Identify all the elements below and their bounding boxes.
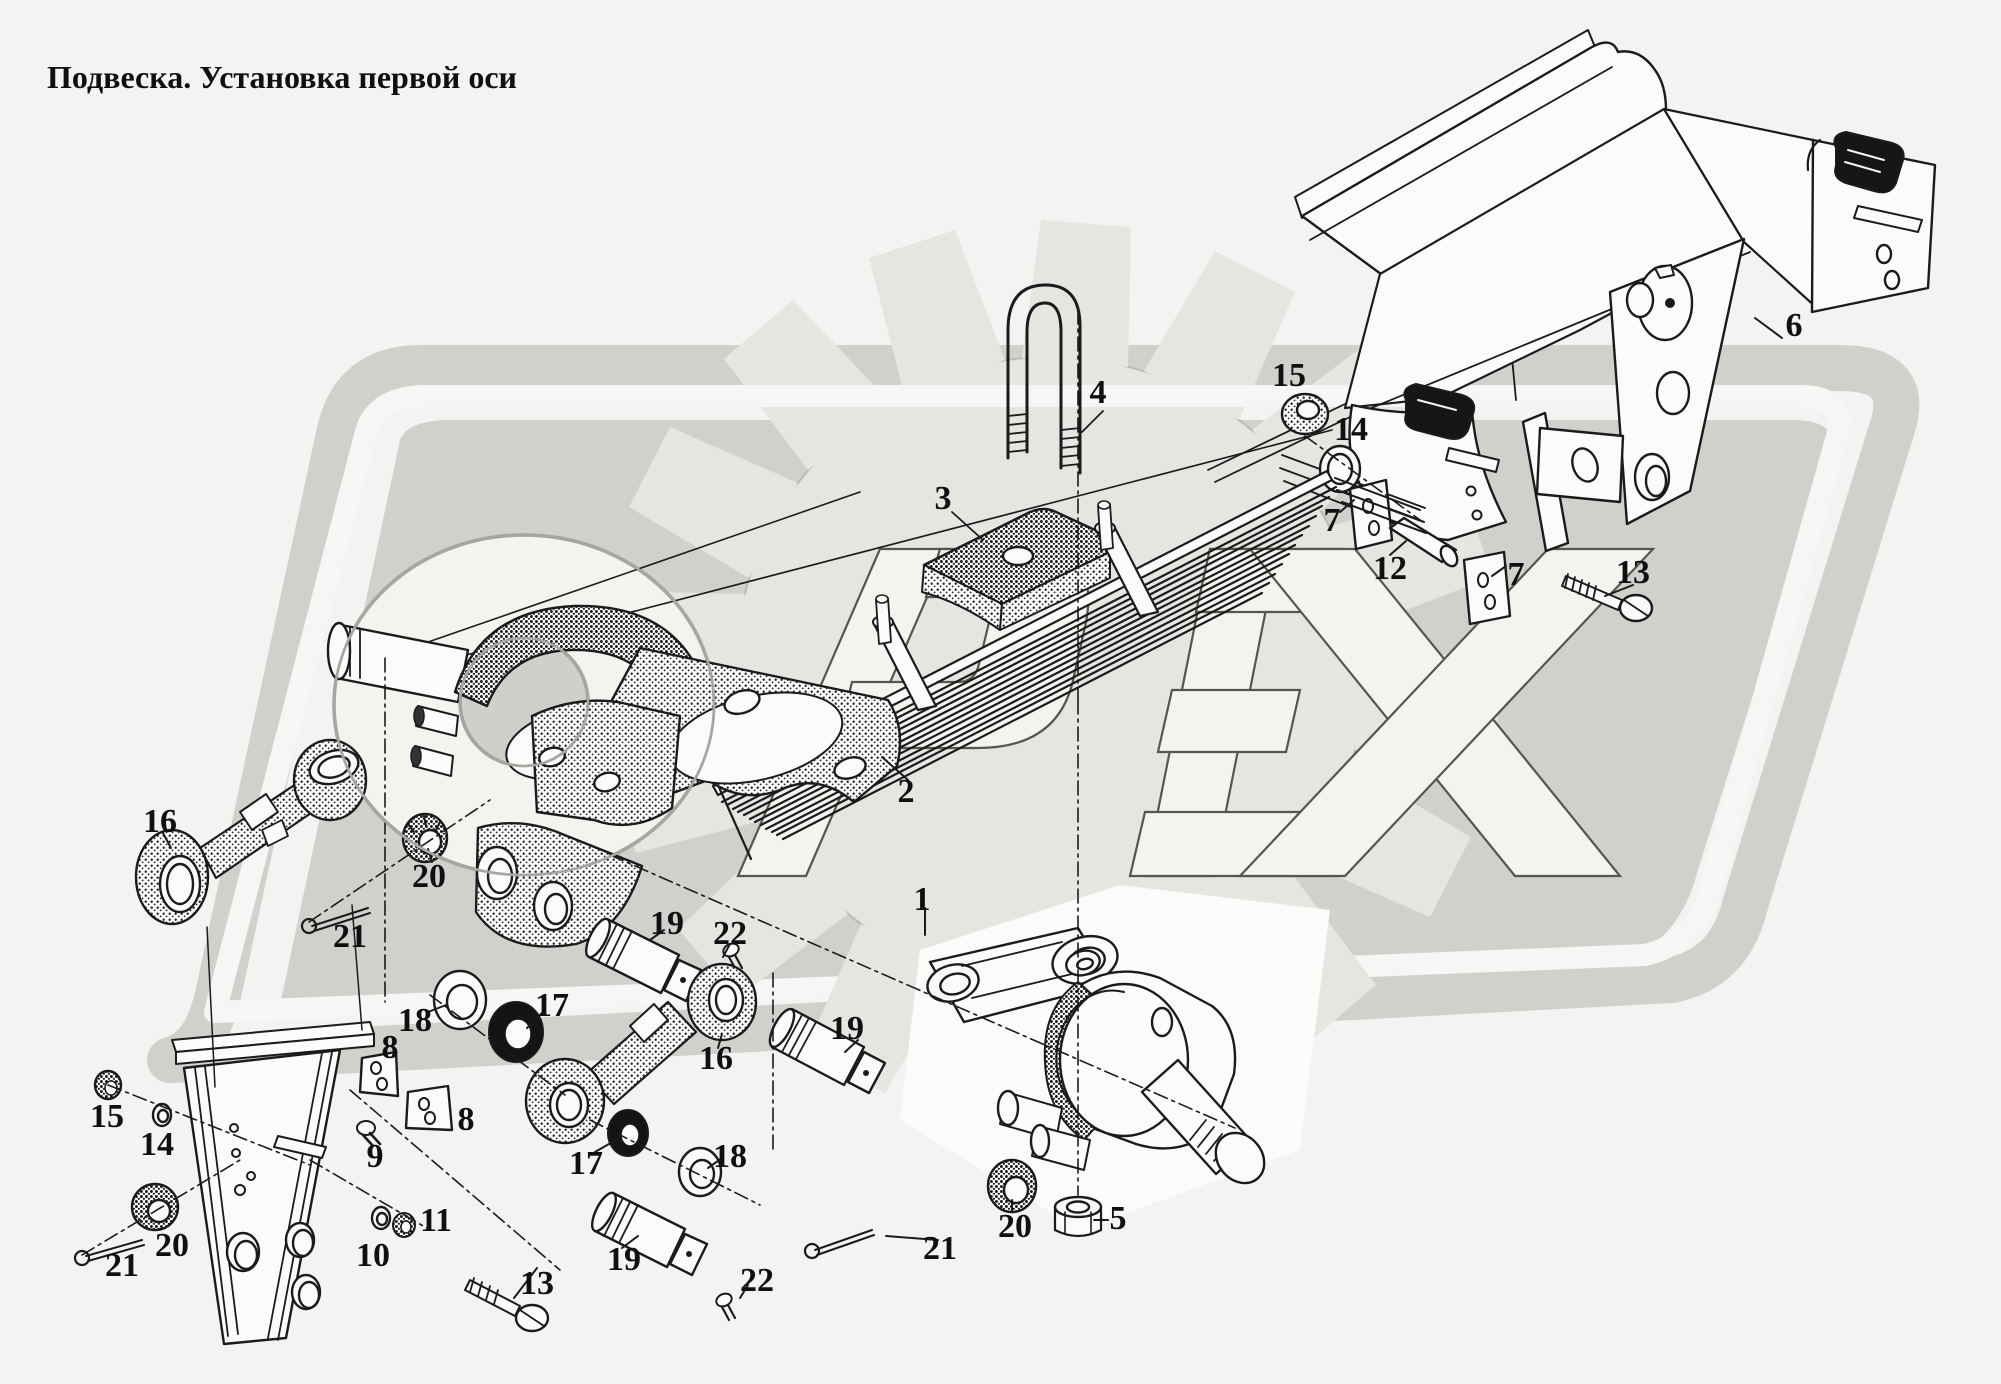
svg-text:Подвеска. Установка первой оси: Подвеска. Установка первой оси xyxy=(47,59,517,95)
svg-text:7: 7 xyxy=(1324,502,1341,539)
svg-text:16: 16 xyxy=(143,803,177,840)
svg-text:2: 2 xyxy=(898,773,915,810)
svg-text:17: 17 xyxy=(535,987,569,1024)
svg-text:1: 1 xyxy=(914,881,931,918)
svg-text:21: 21 xyxy=(105,1247,139,1284)
svg-text:12: 12 xyxy=(1373,550,1407,587)
svg-text:22: 22 xyxy=(740,1262,774,1299)
svg-text:8: 8 xyxy=(458,1101,475,1138)
svg-text:20: 20 xyxy=(998,1208,1032,1245)
svg-text:20: 20 xyxy=(155,1227,189,1264)
svg-text:14: 14 xyxy=(140,1126,174,1163)
svg-text:6: 6 xyxy=(1786,307,1803,344)
svg-text:22: 22 xyxy=(713,915,747,952)
svg-text:13: 13 xyxy=(520,1265,554,1302)
svg-text:19: 19 xyxy=(607,1241,641,1278)
svg-text:4: 4 xyxy=(1090,374,1107,411)
svg-text:15: 15 xyxy=(90,1098,124,1135)
svg-text:3: 3 xyxy=(935,480,952,517)
svg-text:15: 15 xyxy=(1272,357,1306,394)
svg-text:18: 18 xyxy=(713,1138,747,1175)
svg-text:16: 16 xyxy=(699,1040,733,1077)
svg-text:13: 13 xyxy=(1616,554,1650,591)
svg-text:9: 9 xyxy=(367,1138,384,1175)
svg-text:5: 5 xyxy=(1110,1200,1127,1237)
svg-text:14: 14 xyxy=(1334,411,1368,448)
svg-text:17: 17 xyxy=(569,1145,603,1182)
svg-text:21: 21 xyxy=(923,1230,957,1267)
svg-text:10: 10 xyxy=(356,1237,390,1274)
svg-text:18: 18 xyxy=(398,1002,432,1039)
svg-text:7: 7 xyxy=(1508,556,1525,593)
svg-text:19: 19 xyxy=(650,905,684,942)
svg-text:20: 20 xyxy=(412,858,446,895)
svg-text:11: 11 xyxy=(420,1202,452,1239)
svg-text:21: 21 xyxy=(333,918,367,955)
svg-text:8: 8 xyxy=(382,1029,399,1066)
svg-text:19: 19 xyxy=(830,1010,864,1047)
